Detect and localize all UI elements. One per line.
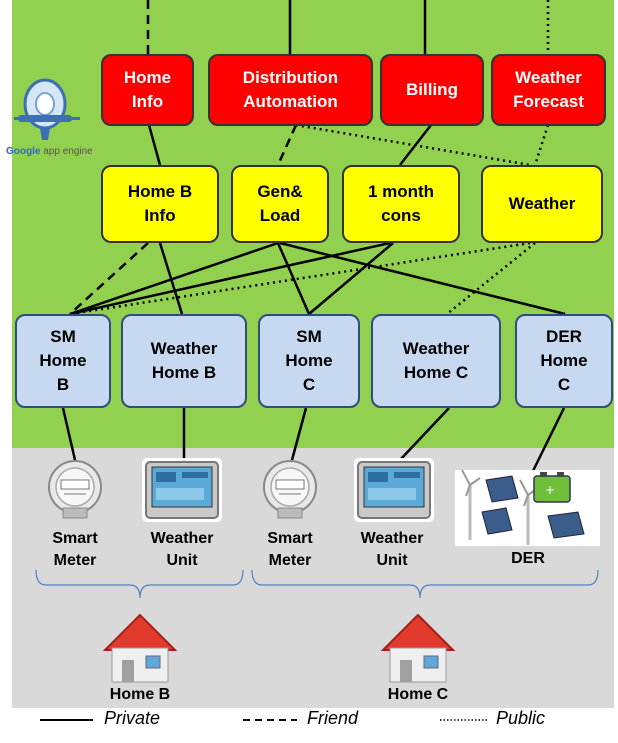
node-home-b-info-label: Home B Info bbox=[127, 182, 193, 225]
node-sm-home-b: SM Home B bbox=[15, 314, 111, 408]
link-distribution-genload bbox=[276, 124, 298, 166]
device-label-der: DER bbox=[511, 550, 545, 567]
der-icon: + bbox=[455, 469, 600, 546]
device-label-weather-unit-c: Weather Unit bbox=[360, 530, 424, 569]
legend-private-text: Private bbox=[104, 708, 161, 728]
node-gen-load: Gen& Load bbox=[231, 165, 329, 243]
home-label-c: Home C bbox=[387, 686, 449, 703]
link-genload-derc bbox=[279, 241, 566, 316]
node-weather-home-b-label: Weather Home B bbox=[150, 339, 218, 382]
node-weather-home-b: Weather Home B bbox=[121, 314, 247, 408]
link-smc-meter bbox=[290, 407, 308, 461]
node-weather-home-c: Weather Home C bbox=[371, 314, 501, 408]
brace-home-b bbox=[35, 569, 244, 599]
link-genload-smc bbox=[276, 242, 311, 315]
node-home-b-info: Home B Info bbox=[101, 165, 219, 243]
node-weather-label: Weather bbox=[508, 194, 576, 213]
app-engine-logo-text: Google app engine bbox=[6, 146, 93, 157]
node-billing-label: Billing bbox=[406, 80, 458, 99]
link-month-smb bbox=[69, 241, 391, 316]
link-weatherc-unit bbox=[399, 407, 450, 461]
smart-meter-icon-c bbox=[263, 460, 317, 519]
smart-meter-icon-b bbox=[48, 460, 102, 519]
node-sm-home-b-label: SM Home B bbox=[39, 327, 87, 394]
link-distribution-weather-public bbox=[295, 123, 531, 167]
link-weather-smb-public bbox=[69, 241, 531, 316]
node-sm-home-c: SM Home C bbox=[258, 314, 360, 408]
node-der-home-c-label: DER Home C bbox=[540, 327, 588, 394]
node-one-month-cons-label: 1 month cons bbox=[367, 182, 435, 225]
link-homebinfo-smb bbox=[69, 242, 149, 315]
link-month-smc bbox=[308, 242, 394, 315]
node-gen-load-label: Gen& Load bbox=[257, 182, 303, 225]
app-engine-label: Google app engine bbox=[6, 146, 93, 157]
link-derc-der bbox=[528, 407, 566, 478]
weather-station-icon-c bbox=[354, 458, 434, 522]
legend-friend-text: Friend bbox=[307, 708, 359, 728]
node-home-info-label: Home Info bbox=[123, 68, 172, 111]
node-one-month-cons: 1 month cons bbox=[342, 165, 460, 243]
svg-text:+: + bbox=[545, 483, 555, 497]
node-sm-home-c-label: SM Home C bbox=[285, 327, 333, 394]
house-icon-c bbox=[380, 613, 456, 683]
link-genload-smb bbox=[69, 241, 279, 316]
node-weather: Weather bbox=[481, 165, 603, 243]
device-label-weather-unit-b: Weather Unit bbox=[150, 530, 214, 569]
node-weather-forecast: Weather Forecast bbox=[491, 54, 606, 126]
node-home-info: Home Info bbox=[101, 54, 194, 126]
link-weather-weatherc bbox=[446, 242, 536, 315]
brace-home-c bbox=[251, 569, 599, 599]
house-icon-b bbox=[102, 613, 178, 683]
link-forecast-weather bbox=[533, 124, 550, 166]
device-label-smart-meter-c: Smart Meter bbox=[267, 530, 313, 569]
link-homeinfo-homebinfo bbox=[147, 124, 162, 166]
node-billing: Billing bbox=[380, 54, 484, 126]
home-label-b: Home B bbox=[109, 686, 171, 703]
weather-station-icon-b bbox=[142, 458, 222, 522]
node-distribution-automation: Distribution Automation bbox=[208, 54, 373, 126]
node-weather-home-c-label: Weather Home C bbox=[402, 339, 470, 382]
node-weather-forecast-label: Weather Forecast bbox=[513, 68, 584, 111]
node-distribution-automation-label: Distribution Automation bbox=[242, 68, 339, 111]
legend-public-text: Public bbox=[496, 708, 546, 728]
app-engine-logo-icon bbox=[14, 78, 80, 140]
node-der-home-c: DER Home C bbox=[515, 314, 613, 408]
link-smb-meter bbox=[61, 407, 77, 461]
device-label-smart-meter-b: Smart Meter bbox=[52, 530, 98, 569]
